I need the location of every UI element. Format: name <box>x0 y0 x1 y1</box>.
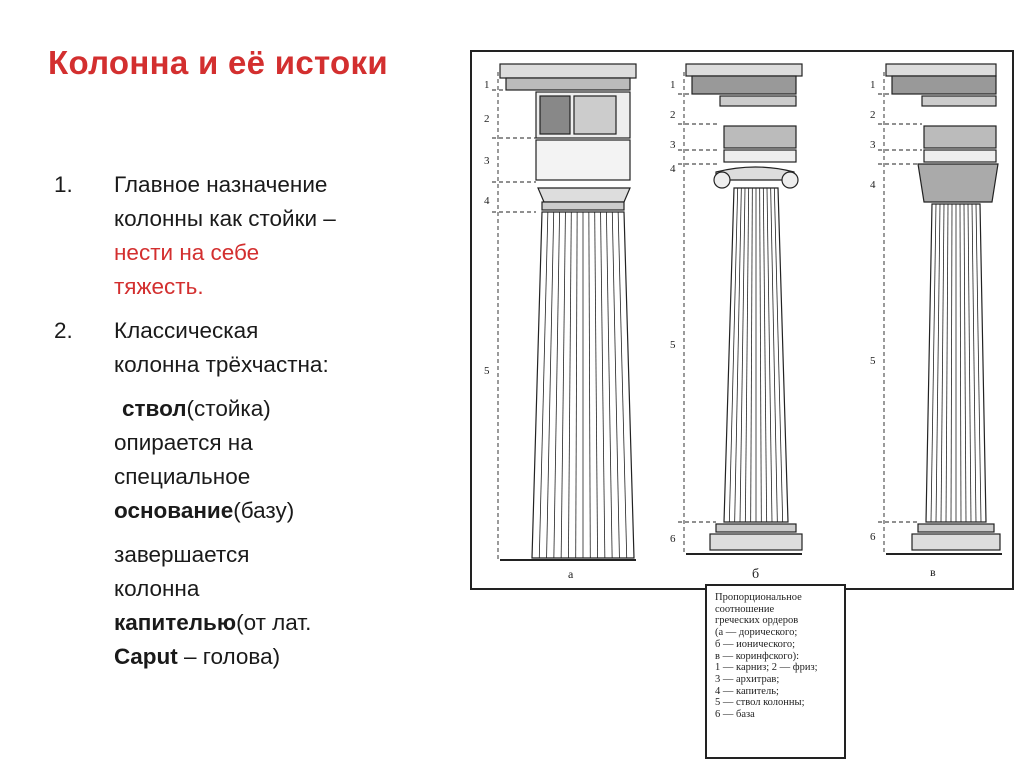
column-flute <box>739 187 746 523</box>
label-ionic-1: 1 <box>670 79 676 91</box>
caption-line: 6 — база <box>715 709 755 721</box>
ionic-column <box>685 63 803 555</box>
label-corinthian-1: 1 <box>870 79 876 91</box>
item1-highlight-line2: тяжесть. <box>114 274 204 299</box>
column-flute <box>588 211 591 559</box>
page-title: Колонна и её истоки <box>48 44 388 81</box>
column-flute <box>950 203 953 523</box>
column-flute <box>930 203 937 523</box>
column-label-a: а <box>568 567 574 581</box>
column-flute <box>750 187 753 523</box>
label-doric-4: 4 <box>484 195 490 207</box>
caption-line: 3 — архитрав; <box>715 673 780 685</box>
column-label-c: в <box>930 565 936 579</box>
label-corinthian-4: 4 <box>870 179 876 191</box>
column-flute <box>959 203 962 523</box>
item2-line1: Классическая <box>114 318 259 343</box>
corinthian-column <box>885 63 1002 555</box>
column-flute <box>568 211 572 559</box>
list-number-1: 1. <box>54 172 73 197</box>
column-flute <box>766 187 773 523</box>
label-ionic-5: 5 <box>670 339 676 351</box>
caption-line: соотношение <box>715 603 775 615</box>
item1-line2: колонны как стойки – <box>114 206 336 231</box>
column-flute <box>560 211 566 559</box>
caption-line: в — коринфского): <box>715 650 800 662</box>
column-flute <box>600 211 606 559</box>
column-flute <box>762 187 768 523</box>
capital-line2: колонна <box>114 576 200 601</box>
text-list: 1. Главное назначение колонны как стойки… <box>54 168 414 674</box>
item2-line2: колонна трёхчастна: <box>114 352 329 377</box>
column-label-b: б <box>752 567 759 582</box>
column-flute <box>575 211 578 559</box>
column-flute <box>606 211 613 559</box>
caption-line: греческих ордеров <box>715 615 799 627</box>
label-corinthian-3: 3 <box>870 139 876 151</box>
column-flute <box>945 203 949 523</box>
label-ionic-3: 3 <box>670 139 676 151</box>
term-shaft-note: (стойка) <box>186 396 271 421</box>
term-caput: Caput <box>114 644 178 669</box>
shaft-line3: специальное <box>114 464 251 489</box>
column-flute <box>967 203 972 523</box>
label-ionic-2: 2 <box>670 109 676 121</box>
doric-column <box>499 63 637 561</box>
term-base-note: (базу) <box>233 498 295 523</box>
caption-line: (а — дорического; <box>715 627 798 639</box>
label-doric-5: 5 <box>484 365 490 377</box>
caption-line: б — ионического; <box>715 638 796 650</box>
column-flute <box>728 187 739 523</box>
item1-line1: Главное назначение <box>114 172 328 197</box>
term-shaft: ствол <box>122 396 187 421</box>
caption-line: 1 — карниз; 2 — фриз; <box>715 662 818 674</box>
label-doric-1: 1 <box>484 79 490 91</box>
term-caput-note: – голова) <box>177 644 281 669</box>
label-doric-2: 2 <box>484 113 490 125</box>
column-flute <box>594 211 598 559</box>
label-ionic-4: 4 <box>670 163 676 175</box>
column-flute <box>940 203 945 523</box>
term-base: основание <box>114 498 234 523</box>
item1-highlight-line1: нести на себе <box>114 240 260 265</box>
column-flute <box>770 187 778 523</box>
columns-drawing: 1 2 3 4 5 1 2 3 4 5 6 1 2 3 4 5 6 а б в <box>484 63 1002 582</box>
column-flute <box>744 187 750 523</box>
figure-caption: Пропорциональное соотношение греческих о… <box>705 584 846 759</box>
term-capital-note: (от лат. <box>236 610 312 635</box>
label-ionic-6: 6 <box>670 533 676 545</box>
label-corinthian-5: 5 <box>870 355 876 367</box>
column-flute <box>617 211 628 559</box>
caption-line: 5 — ствол колонны; <box>715 697 805 709</box>
label-corinthian-2: 2 <box>870 109 876 121</box>
list-item-2: 2. Классическая колонна трёхчастна: ство… <box>54 314 414 674</box>
column-flute <box>935 203 941 523</box>
column-flute <box>971 203 977 523</box>
capital-line1: завершается <box>114 542 250 567</box>
list-number-2: 2. <box>54 318 73 343</box>
list-item-1: 1. Главное назначение колонны как стойки… <box>54 168 414 304</box>
label-doric-3: 3 <box>484 155 490 167</box>
column-flute <box>553 211 560 559</box>
caption-line: Пропорциональное <box>715 592 802 603</box>
column-flute <box>546 211 555 559</box>
label-corinthian-6: 6 <box>870 531 876 543</box>
column-flute <box>963 203 967 523</box>
caption-line: 4 — капитель; <box>715 685 779 697</box>
orders-illustration: 1 2 3 4 5 1 2 3 4 5 6 1 2 3 4 5 6 а б в <box>470 50 1014 590</box>
column-flute <box>611 211 620 559</box>
column-flute <box>975 203 982 523</box>
column-flute <box>773 187 784 523</box>
column-flute <box>734 187 742 523</box>
column-flute <box>538 211 549 559</box>
term-capital: капителью <box>114 610 237 635</box>
column-flute <box>759 187 762 523</box>
shaft-line2: опирается на <box>114 430 253 455</box>
shaft-paragraph: ствол(стойка) <box>122 392 414 426</box>
